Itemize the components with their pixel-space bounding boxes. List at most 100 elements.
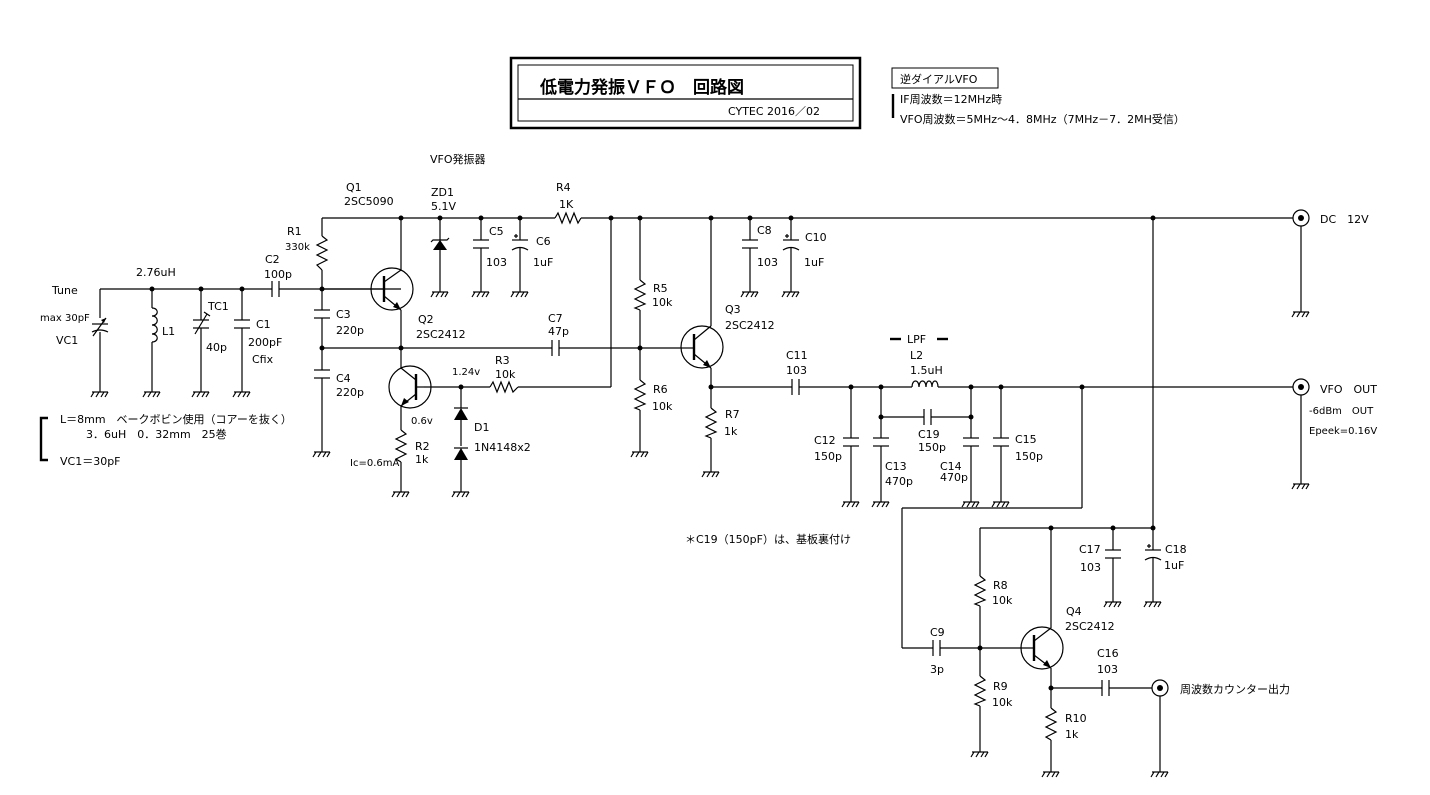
r1-resistor — [315, 235, 329, 271]
c18-electrolytic-capacitor — [1144, 544, 1162, 561]
r10-resistor — [1044, 707, 1058, 741]
ic-current-label: Ic=0.6mA — [350, 458, 399, 469]
r5-value: 10k — [652, 296, 673, 309]
c9-label: C9 — [930, 626, 945, 639]
q1-transistor — [322, 267, 414, 311]
r6-resistor — [633, 379, 647, 411]
r1-label: R1 — [287, 225, 302, 238]
c6-value: 1uF — [533, 256, 553, 269]
vc1-value: max 30pF — [40, 313, 90, 324]
tc1-label: TC1 — [207, 300, 229, 313]
counter-port-label: 周波数カウンター出力 — [1180, 682, 1290, 696]
c7-value: 47p — [548, 325, 569, 338]
counter-output-port — [1151, 679, 1169, 697]
c17-label: C17 — [1079, 543, 1101, 556]
r4-value: 1K — [559, 198, 574, 211]
zd1-value: 5.1V — [431, 200, 456, 213]
title-block: 低電力発振ＶＦＯ 回路図 CYTEC 2016／02 — [509, 56, 862, 130]
r8-label: R8 — [993, 579, 1008, 592]
l2-label: L2 — [910, 349, 923, 362]
tune-label: Tune — [51, 284, 78, 297]
c10-electrolytic-capacitor — [782, 234, 800, 251]
c18-value: 1uF — [1164, 559, 1184, 572]
vfo-out-peak: Epeek=0.16V — [1309, 426, 1377, 437]
c13-value: 470p — [885, 475, 913, 488]
c11-value: 103 — [786, 364, 807, 377]
zd1-zener-diode — [430, 237, 450, 250]
l1-label: L1 — [162, 325, 175, 338]
r8-resistor — [973, 575, 987, 607]
coil-note-3: VC1＝30pF — [60, 455, 121, 468]
c18-label: C18 — [1165, 543, 1187, 556]
c15-value: 150p — [1015, 450, 1043, 463]
c10-label: C10 — [805, 231, 827, 244]
c16-capacitor — [1101, 680, 1110, 696]
notes-box-label: 逆ダイアルVFO — [900, 72, 978, 86]
r10-value: 1k — [1065, 728, 1079, 741]
r7-value: 1k — [724, 425, 738, 438]
q3-label: Q3 — [725, 303, 741, 316]
c1-label: C1 — [256, 318, 271, 331]
c4-value: 220p — [336, 386, 364, 399]
dc-input-port — [1292, 209, 1310, 227]
c17-value: 103 — [1080, 561, 1101, 574]
c9-capacitor — [932, 640, 941, 656]
c4-capacitor — [314, 369, 330, 379]
coil-note-2: 3．6uH 0．32mm 25巻 — [86, 428, 227, 441]
c8-capacitor — [742, 239, 758, 249]
d1-label: D1 — [474, 421, 489, 434]
section-label: VFO発振器 — [430, 152, 486, 166]
q2-transistor — [388, 365, 432, 409]
r2-label: R2 — [415, 440, 430, 453]
c12-value: 150p — [814, 450, 842, 463]
l2-value: 1.5uH — [910, 364, 943, 377]
c6-electrolytic-capacitor — [511, 234, 529, 251]
voltage-0-6v: 0.6v — [411, 416, 433, 427]
dc-port-label: DC 12V — [1320, 213, 1369, 226]
wiring — [99, 217, 1302, 758]
q4-part: 2SC2412 — [1065, 620, 1115, 633]
vfo-out-label: VFO OUT — [1320, 383, 1377, 396]
c9-value: 3p — [930, 663, 944, 676]
d1-part: 1N4148x2 — [474, 441, 531, 454]
c13-label: C13 — [885, 460, 907, 473]
c3-capacitor — [314, 309, 330, 319]
c8-label: C8 — [757, 224, 772, 237]
tc1-trimmer-capacitor — [193, 311, 211, 335]
vc1-label: VC1 — [56, 334, 78, 347]
r9-value: 10k — [992, 696, 1013, 709]
c14-label: C14 — [940, 460, 962, 473]
c6-label: C6 — [536, 235, 551, 248]
r6-label: R6 — [653, 383, 668, 396]
voltage-1-24v: 1.24v — [452, 367, 480, 378]
q4-transistor — [1020, 626, 1064, 670]
r3-label: R3 — [495, 354, 510, 367]
port-labels: DC 12V VFO OUT -6dBm OUT Epeek=0.16V 周波数… — [1180, 213, 1377, 696]
vfo-notes: 逆ダイアルVFO IF周波数＝12MHz時 VFO周波数＝5MHz～4．8MHz… — [39, 67, 1185, 546]
title-text: 低電力発振ＶＦＯ 回路図 — [539, 77, 744, 98]
c16-label: C16 — [1097, 647, 1119, 660]
coil-note-1: L＝8mm ベークボビン使用（コアーを抜く） — [60, 412, 292, 426]
c7-capacitor — [551, 340, 560, 356]
lpf-label: LPF — [907, 333, 926, 346]
r7-resistor — [704, 407, 718, 439]
q3-transistor — [680, 325, 724, 369]
c7-label: C7 — [548, 312, 563, 325]
r2-value: 1k — [415, 453, 429, 466]
c5-capacitor — [473, 239, 489, 249]
r2-resistor — [394, 429, 408, 463]
zd1-label: ZD1 — [431, 186, 454, 199]
c2-label: C2 — [265, 253, 280, 266]
c8-value: 103 — [757, 256, 778, 269]
c19-capacitor — [923, 409, 932, 425]
c2-value: 100p — [264, 268, 292, 281]
c11-label: C11 — [786, 349, 808, 362]
c17-capacitor — [1105, 549, 1121, 559]
d1-diodes — [454, 400, 468, 460]
q2-part: 2SC2412 — [416, 328, 466, 341]
c5-value: 103 — [486, 256, 507, 269]
c19-label: C19 — [918, 428, 940, 441]
c12-capacitor — [843, 437, 859, 447]
r3-resistor — [489, 380, 519, 394]
